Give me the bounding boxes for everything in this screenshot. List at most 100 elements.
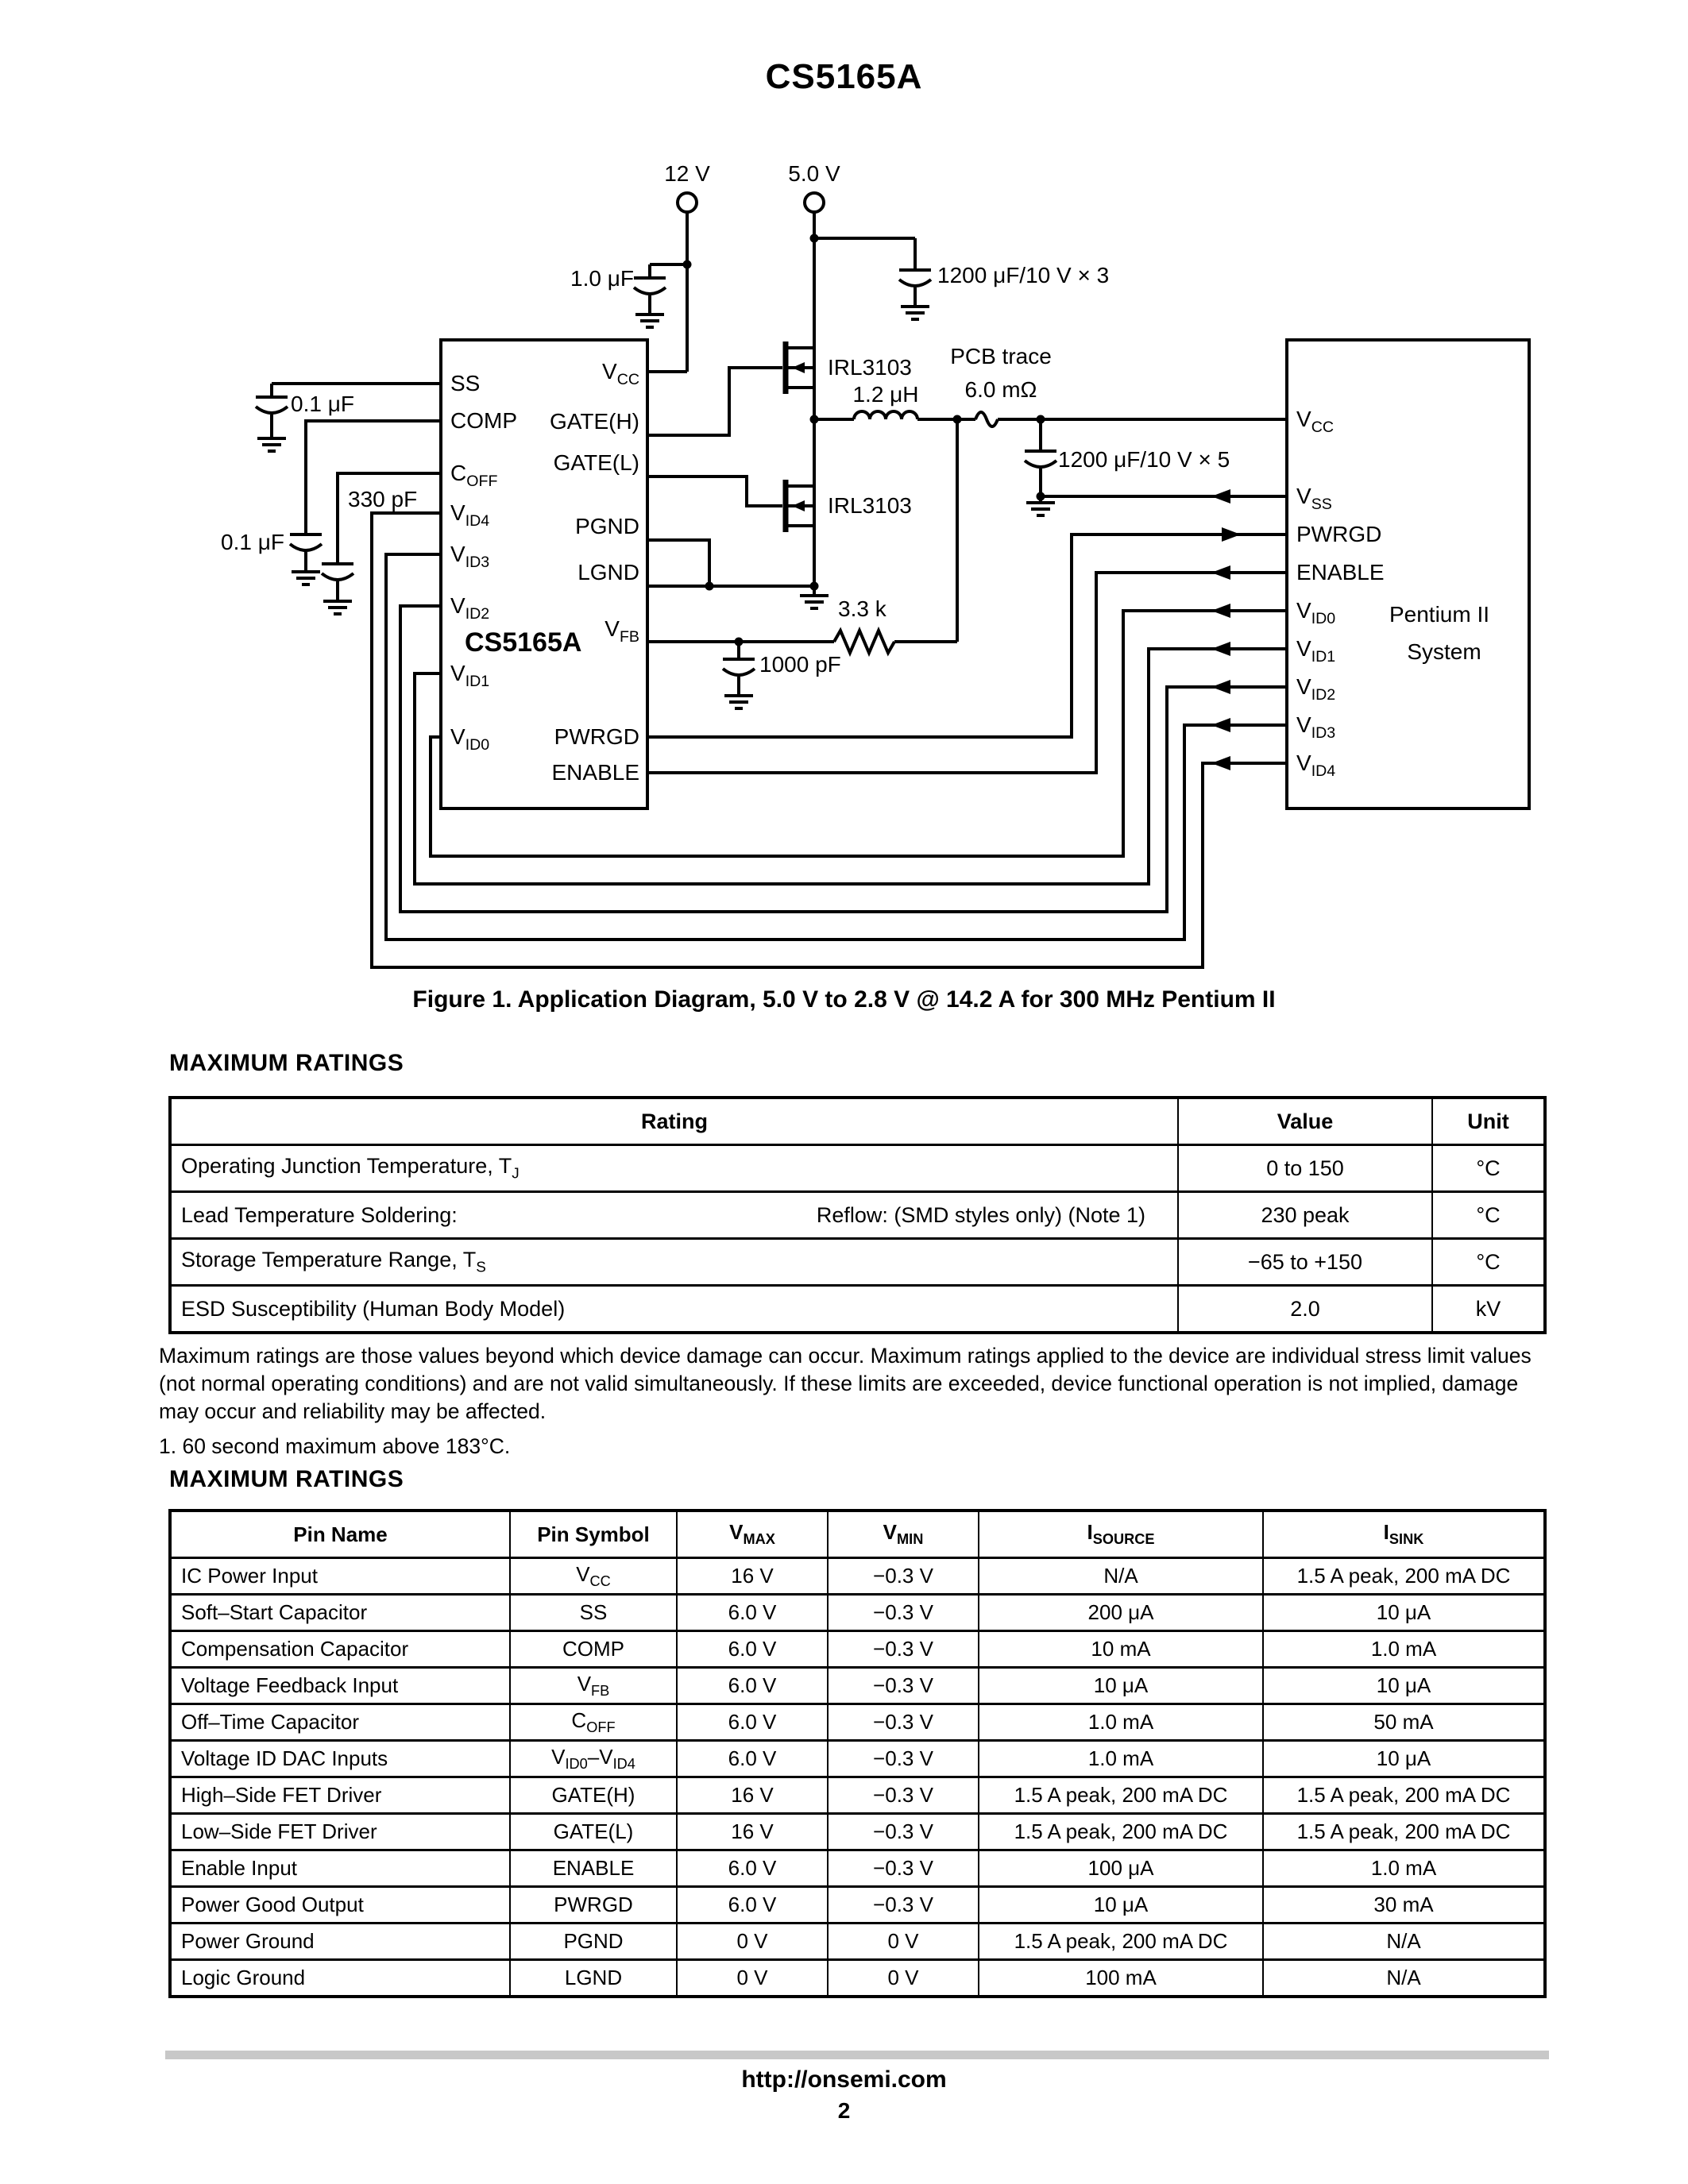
capacitor-comp <box>288 419 441 572</box>
sys-pin-enable: ENABLE <box>1296 560 1385 585</box>
arrow-left-icon <box>1211 642 1230 656</box>
cell-vmin: −0.3 V <box>827 1812 979 1851</box>
max-ratings-table: Rating Value Unit Operating Junction Tem… <box>168 1096 1547 1334</box>
wire-enable <box>647 571 1287 774</box>
ic-pin-lgnd: LGND <box>577 560 639 585</box>
ground-icon <box>323 600 352 615</box>
pin-ratings-table: Pin Name Pin Symbol VMAX VMIN ISOURCE IS… <box>168 1509 1547 1998</box>
capacitor-1uf <box>632 263 687 314</box>
col-pin-symbol: Pin Symbol <box>509 1509 678 1559</box>
cell-value: −65 to +150 <box>1177 1237 1433 1287</box>
ic-pin-vid1: VID1 <box>450 661 489 690</box>
terminal-12v <box>676 191 698 214</box>
cell-vmax: 6.0 V <box>676 1666 829 1705</box>
cell-pin-name: High–Side FET Driver <box>169 1776 511 1815</box>
wire-12v-vcc <box>647 212 689 373</box>
cell-pin-name: Voltage Feedback Input <box>169 1666 511 1705</box>
ic-box <box>439 338 649 810</box>
cell-vmin: −0.3 V <box>827 1776 979 1815</box>
cell-isource: 1.0 mA <box>978 1703 1264 1742</box>
cell-rating: Lead Temperature Soldering:Reflow: (SMD … <box>169 1190 1179 1240</box>
label-cap-1200x3: 1200 μF/10 V × 3 <box>937 263 1109 287</box>
cell-unit: °C <box>1431 1144 1546 1193</box>
cell-isource: 10 mA <box>978 1630 1264 1669</box>
label-12v: 12 V <box>664 161 710 186</box>
page-number: 2 <box>837 2098 851 2123</box>
wire-pgnd <box>647 538 711 586</box>
wires <box>254 191 1531 969</box>
cell-pin-symbol: PWRGD <box>509 1885 678 1924</box>
ic-pin-vfb: VFB <box>605 616 639 646</box>
cell-vmin: −0.3 V <box>827 1849 979 1888</box>
cell-rating: Storage Temperature Range, TS <box>169 1237 1179 1287</box>
col-value: Value <box>1177 1096 1433 1146</box>
col-rating: Rating <box>169 1096 1179 1146</box>
cell-pin-name: Logic Ground <box>169 1958 511 1998</box>
cell-value: 0 to 150 <box>1177 1144 1433 1193</box>
cell-isink: 1.5 A peak, 200 mA DC <box>1262 1557 1546 1596</box>
cell-pin-name: Enable Input <box>169 1849 511 1888</box>
sys-pin-pwrgd: PWRGD <box>1296 522 1381 546</box>
ic-pin-pgnd: PGND <box>575 514 639 538</box>
arrow-left-icon <box>1211 489 1230 504</box>
terminal-5v <box>803 191 825 214</box>
cell-value: 230 peak <box>1177 1190 1433 1240</box>
col-vmin: VMIN <box>827 1509 979 1559</box>
sys-pin-vid1: VID1 <box>1296 636 1335 666</box>
figure-caption: Figure 1. Application Diagram, 5.0 V to … <box>412 986 1276 1013</box>
ic-pin-enable: ENABLE <box>552 760 640 785</box>
ground-icon <box>1026 501 1055 517</box>
arrow-left-icon <box>1211 756 1230 770</box>
table-row: ESD Susceptibility (Human Body Model)2.0… <box>169 1284 1546 1334</box>
cell-pin-symbol: SS <box>509 1593 678 1632</box>
ground-icon <box>292 570 320 586</box>
diagram-labels: 12 V 5.0 V 1.0 μF 1200 μF/10 V × 3 1200 … <box>221 161 1489 785</box>
cell-vmax: 6.0 V <box>676 1703 829 1742</box>
ic-pin-vid4: VID4 <box>450 500 489 530</box>
cell-pin-symbol: ENABLE <box>509 1849 678 1888</box>
cell-isource: 1.0 mA <box>978 1739 1264 1778</box>
label-fet-lower: IRL3103 <box>828 493 912 518</box>
arrow-right-icon <box>1222 527 1241 542</box>
cell-vmin: −0.3 V <box>827 1666 979 1705</box>
cell-unit: °C <box>1431 1190 1546 1240</box>
arrow-left-icon <box>1211 680 1230 694</box>
cell-isource: 10 μA <box>978 1666 1264 1705</box>
cell-value: 2.0 <box>1177 1284 1433 1334</box>
cell-isink: 10 μA <box>1262 1593 1546 1632</box>
cell-rating: ESD Susceptibility (Human Body Model) <box>169 1284 1179 1334</box>
sys-pin-vss: VSS <box>1296 484 1332 513</box>
ic-pin-coff: COFF <box>450 461 497 490</box>
sys-pin-vid0: VID0 <box>1296 598 1335 627</box>
junction-dots <box>682 233 1045 646</box>
label-cap-01uf-comp: 0.1 μF <box>221 530 284 554</box>
wire-gatel <box>647 475 782 507</box>
cell-vmax: 6.0 V <box>676 1849 829 1888</box>
arrow-left-icon <box>1211 565 1230 580</box>
cell-pin-name: Off–Time Capacitor <box>169 1703 511 1742</box>
cell-vmax: 6.0 V <box>676 1739 829 1778</box>
table-header-row: Rating Value Unit <box>169 1096 1546 1146</box>
cell-unit: °C <box>1431 1237 1546 1287</box>
cell-pin-name: Power Ground <box>169 1922 511 1961</box>
cell-isink: 1.5 A peak, 200 mA DC <box>1262 1776 1546 1815</box>
cell-vmin: 0 V <box>827 1958 979 1998</box>
arrow-left-icon <box>1211 604 1230 618</box>
cell-vmax: 0 V <box>676 1922 829 1961</box>
cell-vmin: −0.3 V <box>827 1557 979 1596</box>
label-cap-01uf-ss: 0.1 μF <box>291 392 354 416</box>
cell-vmax: 16 V <box>676 1776 829 1815</box>
wire-gateh <box>647 366 782 437</box>
cell-unit: kV <box>1431 1284 1546 1334</box>
wire-vfb-resistor <box>647 419 959 658</box>
cell-isource: 100 mA <box>978 1958 1264 1998</box>
capacitor-1200x3 <box>814 237 933 307</box>
wire-vid3 <box>384 553 1287 941</box>
cell-vmax: 6.0 V <box>676 1885 829 1924</box>
cell-isink: N/A <box>1262 1922 1546 1961</box>
table-row: Storage Temperature Range, TS−65 to +150… <box>169 1237 1546 1287</box>
